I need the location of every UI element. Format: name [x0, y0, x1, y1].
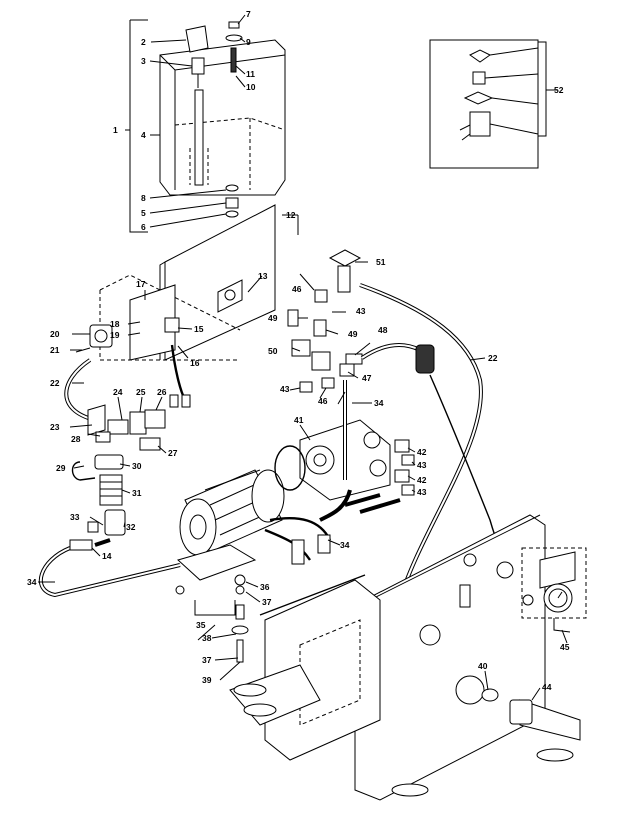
callout-16: 16: [190, 358, 200, 368]
callout-34b: 34: [374, 398, 384, 408]
callout-34c: 34: [340, 540, 350, 550]
callout-52: 52: [554, 85, 564, 95]
callout-49b: 49: [348, 329, 358, 339]
mount-hardware: [175, 574, 249, 663]
callout-51: 51: [376, 257, 386, 267]
callout-5: 5: [141, 208, 146, 218]
callout-37a: 37: [262, 597, 272, 607]
callout-19: 19: [110, 330, 120, 340]
callout-17: 17: [136, 279, 146, 289]
callout-34a: 34: [27, 577, 37, 587]
callout-33: 33: [70, 512, 80, 522]
callout-1: 1: [113, 125, 118, 135]
detail-52-box: [429, 39, 552, 169]
leader-lines: [38, 14, 568, 701]
callout-2: 2: [141, 37, 146, 47]
callout-labels: 1 2 3 4 5 6 7 8 9 10 11 12 13 14 15 16 1…: [27, 9, 570, 692]
upper-fittings: [287, 249, 435, 480]
callout-43d: 43: [417, 487, 427, 497]
callout-26: 26: [157, 387, 167, 397]
left-fittings: [38, 324, 181, 598]
callout-39: 39: [202, 675, 212, 685]
callout-37b: 37: [202, 655, 212, 665]
callout-25: 25: [136, 387, 146, 397]
callout-22b: 22: [488, 353, 498, 363]
reservoir-assembly: [125, 19, 286, 233]
callout-35: 35: [196, 620, 206, 630]
callout-24: 24: [113, 387, 123, 397]
callout-6: 6: [141, 222, 146, 232]
gauge-assembly: [521, 547, 587, 633]
callout-42a: 42: [417, 447, 427, 457]
callout-29: 29: [56, 463, 66, 473]
callout-50: 50: [268, 346, 278, 356]
callout-43b: 43: [280, 384, 290, 394]
frame: [229, 514, 581, 801]
callout-18: 18: [110, 319, 120, 329]
callout-14: 14: [102, 551, 112, 561]
callout-44: 44: [542, 682, 552, 692]
motor-pump: [177, 419, 415, 616]
callout-49a: 49: [268, 313, 278, 323]
callout-7: 7: [246, 9, 251, 19]
callout-40: 40: [478, 661, 488, 671]
callout-4: 4: [141, 130, 146, 140]
callout-11: 11: [246, 69, 255, 79]
callout-46b: 46: [318, 396, 328, 406]
callout-20: 20: [50, 329, 60, 339]
callout-9: 9: [246, 37, 251, 47]
callout-38: 38: [202, 633, 212, 643]
callout-48: 48: [378, 325, 388, 335]
callout-43a: 43: [356, 306, 366, 316]
callout-32: 32: [126, 522, 136, 532]
callout-42b: 42: [417, 475, 427, 485]
callout-22a: 22: [50, 378, 60, 388]
callout-30: 30: [132, 461, 142, 471]
callout-21: 21: [50, 345, 60, 355]
callout-45: 45: [560, 642, 570, 652]
callout-27: 27: [168, 448, 178, 458]
callout-8: 8: [141, 193, 146, 203]
electronics-plate: [99, 204, 276, 408]
callout-12: 12: [286, 210, 296, 220]
callout-28: 28: [71, 434, 81, 444]
callout-31: 31: [132, 488, 142, 498]
callout-41: 41: [294, 415, 304, 425]
callout-23: 23: [50, 422, 60, 432]
callout-43c: 43: [417, 460, 427, 470]
callout-36: 36: [260, 582, 270, 592]
callout-10: 10: [246, 82, 256, 92]
callout-47: 47: [362, 373, 372, 383]
callout-15: 15: [194, 324, 204, 334]
callout-13: 13: [258, 271, 268, 281]
callout-3: 3: [141, 56, 146, 66]
callout-46a: 46: [292, 284, 302, 294]
